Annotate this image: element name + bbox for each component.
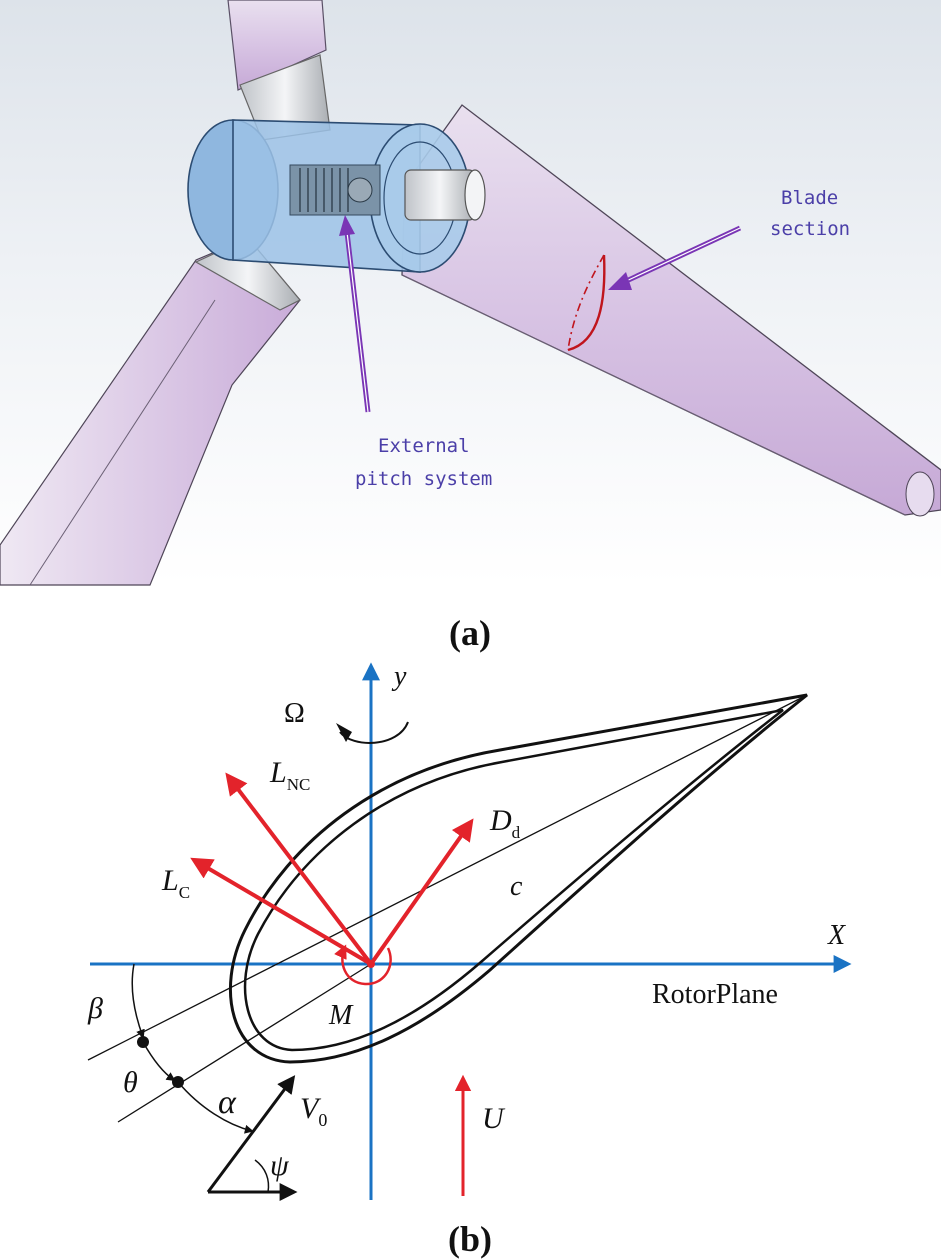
alpha-label: α [218,1084,237,1121]
airfoil-inner [243,708,784,1052]
blade-section-label-1: Blade [781,187,838,209]
right-blade [401,104,941,517]
airfoil-outer [228,693,808,1064]
L_NC-vector [225,772,373,966]
pitch-system-arrow [339,215,371,413]
psi-arc [254,1159,270,1193]
y-axis-label: y [391,661,407,692]
x-axis-label: X [827,920,846,951]
hub [187,119,486,273]
pitch-axis-point [367,960,375,968]
moment-arc [334,944,392,986]
moment-label: M [328,1000,354,1031]
pitch-system-label-2: pitch system [355,468,492,490]
theta-arc [142,1041,176,1081]
omega-arrowhead [336,723,352,742]
blade-section-label-2: section [770,218,850,240]
V0-vector [206,1075,296,1193]
L_C-label: LC [161,864,190,902]
psi-label: ψ [270,1149,290,1182]
zero-lift-line [117,963,372,1123]
D_d-label: Dd [489,804,521,842]
panel-a-render: Blade section External pitch system [0,0,941,586]
rotor-plane-label: RotorPlane [652,979,778,1010]
V0-label: V0 [300,1092,327,1130]
blade-section-arrow [608,225,742,290]
omega-label: Ω [284,698,305,729]
pitch-system-label-1: External [378,435,470,457]
U-label: U [482,1102,506,1135]
panel-a-caption: (a) [449,613,491,653]
L_NC-label: LNC [269,756,310,794]
chord-line [87,694,808,1061]
blade-section-curve [567,254,606,352]
pitch-mechanism [289,164,381,216]
top-blade [227,0,331,141]
chord-label: c [510,871,523,902]
alpha-arc [177,1081,254,1134]
D_d-vector [369,818,474,966]
beta-label: β [87,992,103,1025]
panel-b-caption: (b) [448,1219,492,1259]
panel-b-diagram: y X RotorPlane Ω LNC LC Dd c M β θ α V0 … [87,661,852,1201]
beta-arc [131,963,145,1039]
theta-label: θ [123,1066,138,1099]
